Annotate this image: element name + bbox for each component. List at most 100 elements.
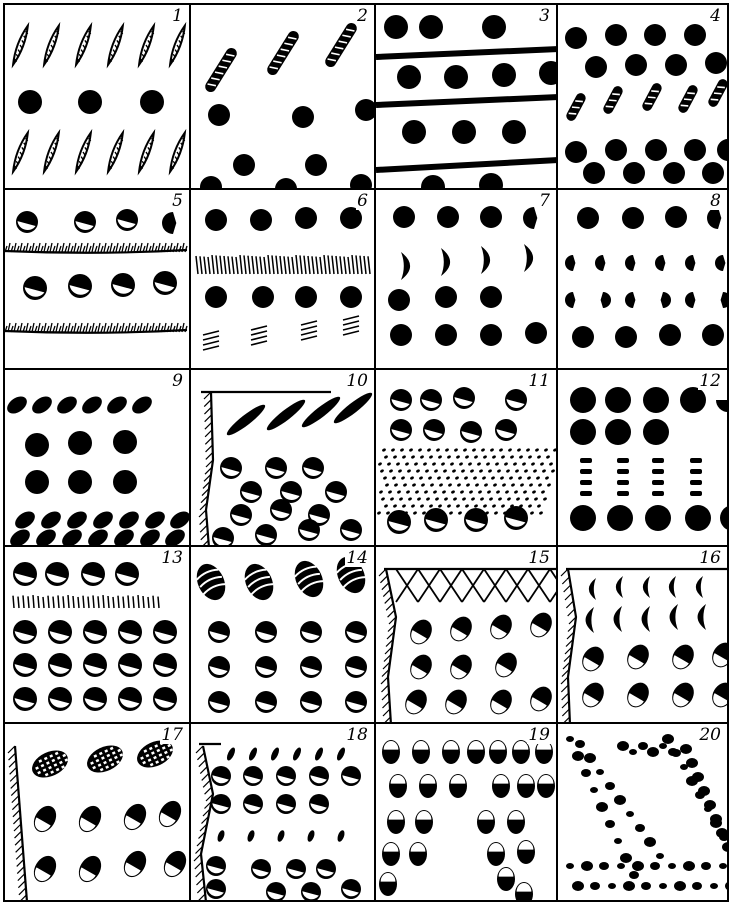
- oval-spot: [111, 526, 137, 545]
- capped-spot: [230, 504, 252, 526]
- oval-spot: [79, 393, 105, 417]
- solid-spot: [570, 387, 596, 413]
- capped-spot: [212, 527, 234, 545]
- small-spot: [596, 769, 604, 775]
- small-spot: [695, 791, 705, 799]
- small-spot: [605, 782, 615, 790]
- capped-spot: [345, 621, 367, 643]
- pattern-drawing: [5, 5, 189, 188]
- oval-spot: [90, 508, 116, 532]
- capped-spot: [424, 508, 448, 532]
- capped-oval-spot: [74, 852, 105, 886]
- capped-spot: [341, 766, 361, 786]
- panel-number: 3: [538, 8, 551, 25]
- capped-oval-spot: [486, 686, 516, 719]
- solid-spot: [444, 65, 468, 89]
- pattern-drawing: [5, 724, 189, 902]
- border-hatch: [379, 569, 396, 722]
- capped-spot: [116, 209, 138, 231]
- bar-dash: [727, 480, 729, 485]
- solid-spot: [68, 431, 92, 455]
- capped-oval-spot: [412, 740, 430, 764]
- panel-number: 10: [345, 373, 369, 390]
- capped-oval-spot: [578, 679, 608, 712]
- small-spot: [722, 842, 729, 852]
- small-spot: [710, 818, 722, 828]
- solid-spot: [684, 24, 706, 46]
- small-spot: [590, 882, 600, 890]
- capped-spot: [298, 519, 320, 541]
- pattern-drawing: [558, 370, 729, 545]
- dash-cluster: [343, 326, 359, 330]
- pattern-drawing: [558, 5, 729, 188]
- capped-spot: [423, 419, 445, 441]
- small-spot: [656, 853, 664, 859]
- solid-spot: [659, 324, 681, 346]
- bar-dash: [727, 469, 729, 474]
- pattern-drawing: [558, 547, 729, 722]
- small-spot: [572, 881, 584, 891]
- capped-spot: [153, 653, 177, 677]
- capped-spot: [345, 656, 367, 678]
- small-spot: [719, 863, 727, 869]
- panel-number: 12: [698, 373, 722, 390]
- feather-streak: [105, 132, 126, 173]
- half-spot: [565, 255, 575, 271]
- solid-spot: [295, 286, 317, 308]
- pattern-panel-15: 15: [374, 545, 556, 722]
- small-spot: [704, 806, 712, 812]
- pattern-drawing: [376, 724, 556, 902]
- capped-spot: [118, 687, 142, 711]
- bar-dash: [652, 480, 664, 485]
- capped-spot: [420, 389, 442, 411]
- small-spot: [662, 734, 674, 744]
- solid-spot: [479, 173, 503, 188]
- capped-spot: [206, 879, 226, 899]
- solid-spot: [275, 178, 297, 188]
- capped-oval-spot: [442, 740, 460, 764]
- solid-spot: [78, 90, 102, 114]
- half-spot: [625, 255, 635, 271]
- oval-spot: [33, 526, 59, 545]
- capped-oval-spot: [406, 616, 436, 649]
- hatched-bar: [641, 81, 664, 112]
- panel-number: 19: [527, 727, 551, 744]
- capped-spot: [309, 766, 329, 786]
- pattern-panel-8: 8: [556, 188, 729, 368]
- solid-spot: [340, 286, 362, 308]
- banded-oval: [191, 559, 231, 604]
- dash-cluster: [343, 316, 359, 320]
- solid-spot: [250, 209, 272, 231]
- small-spot: [617, 863, 625, 869]
- solid-spot: [570, 419, 596, 445]
- solid-spot: [113, 430, 137, 454]
- solid-spot: [435, 324, 457, 346]
- solid-spot: [502, 120, 526, 144]
- capped-spot: [276, 794, 296, 814]
- half-spot: [601, 292, 611, 308]
- tick-band: [13, 595, 159, 608]
- solid-spot: [305, 154, 327, 176]
- solid-spot: [607, 505, 633, 531]
- panel-number: 16: [698, 550, 722, 567]
- feather-streak: [136, 132, 157, 173]
- capped-oval-spot: [489, 740, 507, 764]
- small-spot: [680, 744, 692, 754]
- crescent-spot: [586, 607, 594, 633]
- half-spot: [715, 255, 725, 271]
- oval-spot: [38, 508, 64, 532]
- small-spot: [617, 741, 629, 751]
- panel-number: 5: [171, 193, 184, 210]
- solid-spot: [645, 505, 671, 531]
- solid-spot: [644, 24, 666, 46]
- feather-streak: [10, 25, 31, 66]
- small-spot: [620, 853, 632, 863]
- capped-spot: [83, 620, 107, 644]
- dash-cluster: [251, 336, 267, 340]
- pattern-panel-6: 6: [189, 188, 374, 368]
- solid-spot: [720, 505, 729, 531]
- capped-spot: [255, 524, 277, 545]
- pattern-panel-10: 10: [189, 368, 374, 545]
- capped-oval-spot: [409, 842, 427, 866]
- capped-oval-spot: [387, 810, 405, 834]
